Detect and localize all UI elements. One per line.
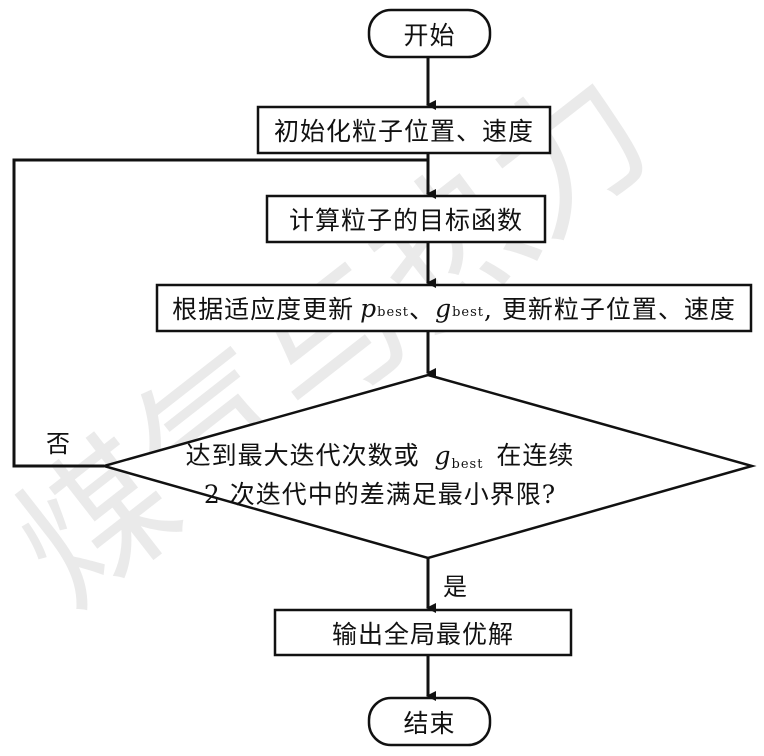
update-p-symbol: p <box>360 293 378 323</box>
update-box <box>155 283 753 333</box>
update-g-symbol: g <box>435 293 453 323</box>
output-label: 输出全局最优解 <box>331 619 514 649</box>
start-label: 开始 <box>403 20 456 50</box>
compute-label: 计算粒子的目标函数 <box>288 206 523 235</box>
decision-prefix: 达到最大迭代次数或 <box>185 441 420 470</box>
decision-line-1: 达到最大迭代次数或 gbest 在连续 <box>100 436 660 472</box>
update-prefix: 根据适应度更新 <box>172 295 355 324</box>
update-suffix: , 更新粒子位置、速度 <box>484 295 736 324</box>
decision-g-symbol: g <box>434 441 452 470</box>
decision-g-subscript: best <box>451 457 484 472</box>
end-label: 结束 <box>403 708 456 738</box>
output-box <box>273 608 573 657</box>
update-p-subscript: best <box>377 304 410 320</box>
loop-back-connector <box>12 158 428 468</box>
update-g-subscript: best <box>452 304 484 320</box>
init-box <box>256 105 552 155</box>
loop-join-point <box>426 158 430 162</box>
init-label: 初始化粒子位置、速度 <box>273 117 534 146</box>
decision-suffix: 在连续 <box>496 441 575 470</box>
branch-yes-label: 是 <box>443 573 467 601</box>
compute-box <box>265 194 547 244</box>
decision-line-2: 2 次迭代中的差满足最小界限? <box>203 480 557 509</box>
branch-no-label: 否 <box>46 430 70 458</box>
update-separator: 、 <box>409 295 436 324</box>
